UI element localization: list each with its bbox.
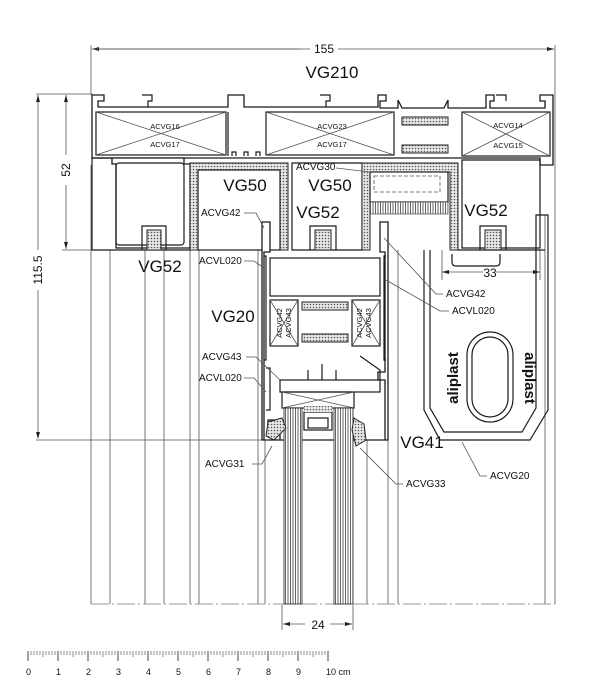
corner-bracket-acvg20: aliplast aliplast: [423, 214, 549, 441]
callout-acvl020-lower: ACVL020: [199, 373, 267, 393]
svg-text:ACVG43: ACVG43: [202, 352, 242, 363]
label-vg41: VG41: [400, 433, 443, 452]
insert-acvg23-acvg17: ACVG23 ACVG17: [265, 111, 395, 156]
ruler-label: 9: [296, 667, 301, 677]
ruler-label: 7: [236, 667, 241, 677]
gasket-acvg31: [265, 417, 287, 441]
svg-text:ACVL020: ACVL020: [199, 373, 242, 384]
callout-acvl020-left: ACVL020: [199, 256, 265, 269]
svg-text:ACVG17: ACVG17: [317, 140, 347, 149]
svg-text:ACVG43: ACVG43: [284, 308, 293, 338]
gasket-acvg33: [351, 417, 367, 447]
svg-text:ACVG42: ACVG42: [275, 308, 284, 338]
dim-155-label: 155: [314, 42, 334, 56]
svg-text:ACVL020: ACVL020: [199, 256, 242, 267]
svg-text:ACVG23: ACVG23: [317, 122, 347, 131]
label-vg50-a: VG50: [223, 176, 266, 195]
brand-aliplast-left: aliplast: [445, 352, 462, 404]
profile-title-vg210: VG210: [306, 63, 359, 82]
svg-text:ACVG20: ACVG20: [490, 471, 530, 482]
callout-acvg30: ACVG30: [296, 162, 371, 173]
callout-acvg33: ACVG33: [359, 447, 446, 490]
ruler-label: 1: [56, 667, 61, 677]
ruler-label: 6: [206, 667, 211, 677]
strip-acvl020-right: [383, 255, 386, 361]
insert-acvg14-acvg15: ACVG14 ACVG15: [461, 111, 551, 157]
top-profile-vg210: ACVG16 ACVG17 ACVG23 ACVG17 ACVG14 ACVG1…: [91, 94, 554, 166]
dim-52-label: 52: [59, 163, 73, 177]
strip-acvl020-left: [264, 255, 267, 361]
dim-115-5-label: 115.5: [31, 255, 45, 284]
svg-text:ACVG30: ACVG30: [296, 162, 336, 173]
svg-text:ACVG42: ACVG42: [446, 289, 486, 300]
callout-acvg20: ACVG20: [461, 441, 530, 482]
ruler-label: 10 cm: [326, 667, 351, 677]
svg-text:ACVG16: ACVG16: [150, 122, 180, 131]
ruler-label: 4: [146, 667, 151, 677]
profile-vg20-sash: ACVG42 ACVG43 ACVG42 ACVG43: [261, 221, 389, 441]
svg-text:ACVG17: ACVG17: [150, 140, 180, 149]
dim-33-label: 33: [483, 266, 497, 280]
svg-text:ACVG42: ACVG42: [355, 308, 364, 338]
svg-text:ACVG33: ACVG33: [406, 479, 446, 490]
dim-24-label: 24: [311, 618, 325, 632]
scale-ruler: 0 1 2 3 4 5 6 7 8 9 10 cm: [26, 651, 351, 677]
svg-text:ACVL020: ACVL020: [452, 306, 495, 317]
callout-acvg42-left: ACVG42: [201, 208, 265, 229]
ruler-label: 2: [86, 667, 91, 677]
strip-acvl020-lower: [266, 367, 271, 411]
ruler-label: 0: [26, 667, 31, 677]
label-vg52-left: VG52: [138, 257, 181, 276]
ruler-label: 8: [266, 667, 271, 677]
ruler-label: 5: [176, 667, 181, 677]
ruler-label: 3: [116, 667, 121, 677]
label-vg20: VG20: [211, 307, 254, 326]
label-vg52-mid: VG52: [296, 203, 339, 222]
glass-pane: [283, 406, 354, 605]
dimension-glass-24: 24: [281, 605, 354, 632]
dimension-height-115-5: 115.5: [31, 95, 270, 441]
svg-text:ACVG15: ACVG15: [493, 141, 523, 150]
frame-vertical-lines: [90, 95, 556, 605]
callout-acvg42-right: ACVG42: [383, 237, 486, 300]
profile-vg52-left: [91, 157, 191, 251]
hardware-acvg30: [369, 171, 449, 215]
dimension-overall-width: 155: [90, 42, 556, 95]
dimension-width-33: 33: [441, 250, 541, 280]
profile-vg52-right: [458, 159, 545, 251]
label-vg52-right: VG52: [464, 201, 507, 220]
callout-acvg43: ACVG43: [202, 352, 281, 381]
svg-text:ACVG43: ACVG43: [364, 308, 373, 338]
callout-acvl020-right: ACVL020: [385, 279, 495, 317]
insert-acvg16-acvg17: ACVG16 ACVG17: [95, 111, 227, 156]
svg-text:ACVG42: ACVG42: [201, 208, 241, 219]
svg-text:ACVG31: ACVG31: [205, 459, 245, 470]
svg-text:ACVG14: ACVG14: [493, 121, 523, 130]
brand-aliplast-right: aliplast: [521, 352, 538, 404]
label-vg50-b: VG50: [308, 176, 351, 195]
callout-acvg31: ACVG31: [205, 445, 273, 470]
